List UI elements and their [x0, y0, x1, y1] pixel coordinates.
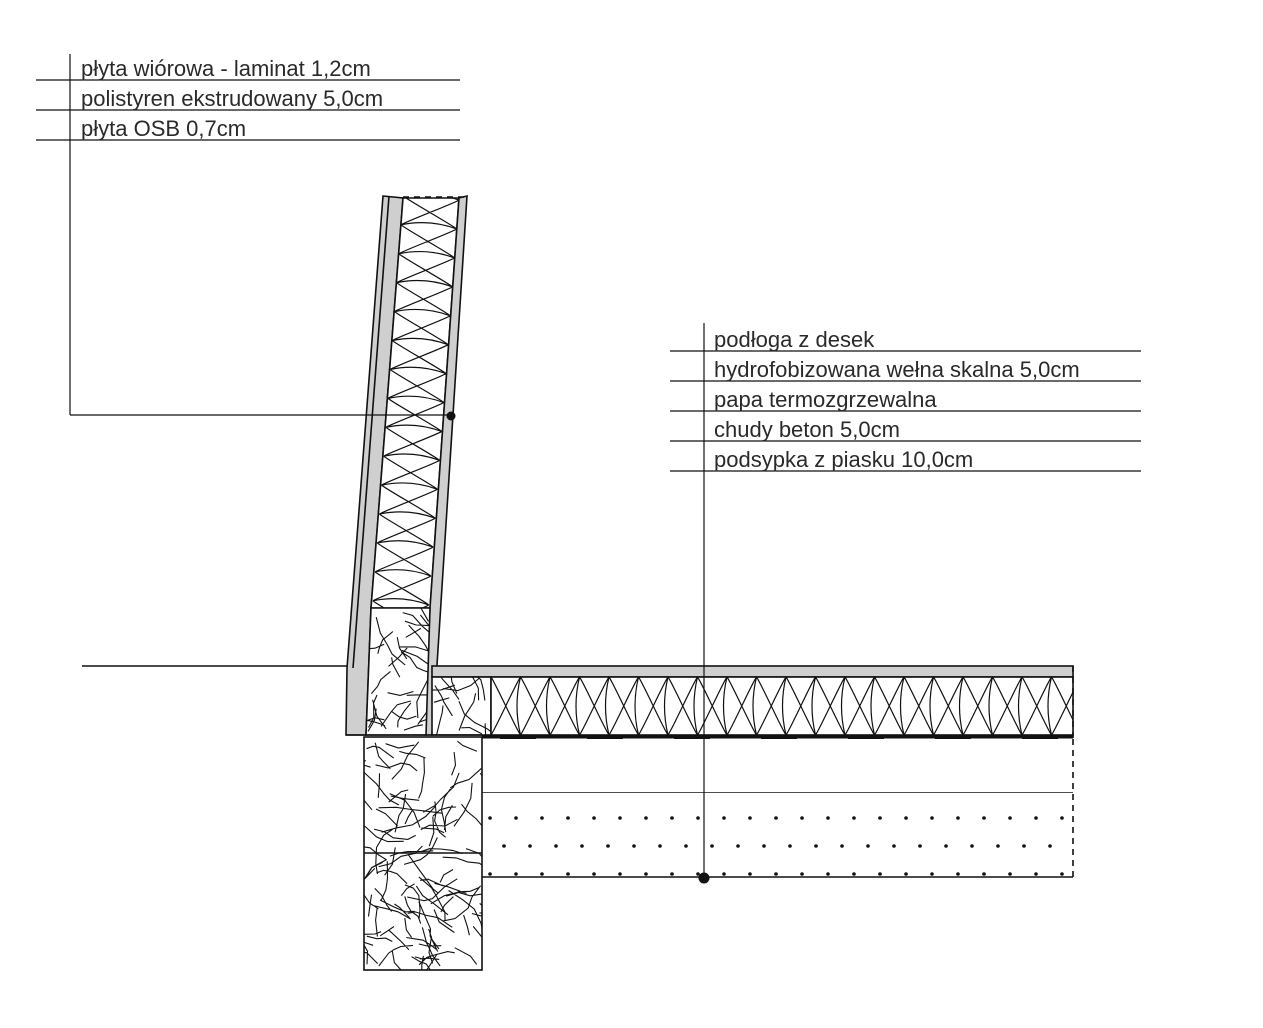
- wall-label-1: płyta wiórowa - laminat 1,2cm: [81, 56, 371, 81]
- floor-section: [431, 665, 1074, 878]
- lean-concrete-layer: [482, 739, 1073, 793]
- floor-callout: podłoga z desek hydrofobizowana wełna sk…: [670, 323, 1141, 884]
- floor-label-4: chudy beton 5,0cm: [714, 417, 900, 442]
- floor-label-5: podsypka z piasku 10,0cm: [714, 447, 973, 472]
- floor-label-2: hydrofobizowana wełna skalna 5,0cm: [714, 357, 1080, 382]
- floor-boards-layer: [431, 665, 1074, 678]
- wall-label-2: polistyren ekstrudowany 5,0cm: [81, 86, 383, 111]
- wall-label-3: płyta OSB 0,7cm: [81, 116, 246, 141]
- floor-label-1: podłoga z desek: [714, 327, 875, 352]
- floor-label-3: papa termozgrzewalna: [714, 387, 937, 412]
- floor-callout-point: [698, 872, 710, 884]
- sand-bedding-layer: [482, 793, 1073, 877]
- wall-section: [345, 194, 468, 736]
- wall-callout: płyta wiórowa - laminat 1,2cm polistyren…: [36, 54, 460, 421]
- foundation-timber: [346, 734, 483, 971]
- wall-callout-point: [446, 411, 456, 421]
